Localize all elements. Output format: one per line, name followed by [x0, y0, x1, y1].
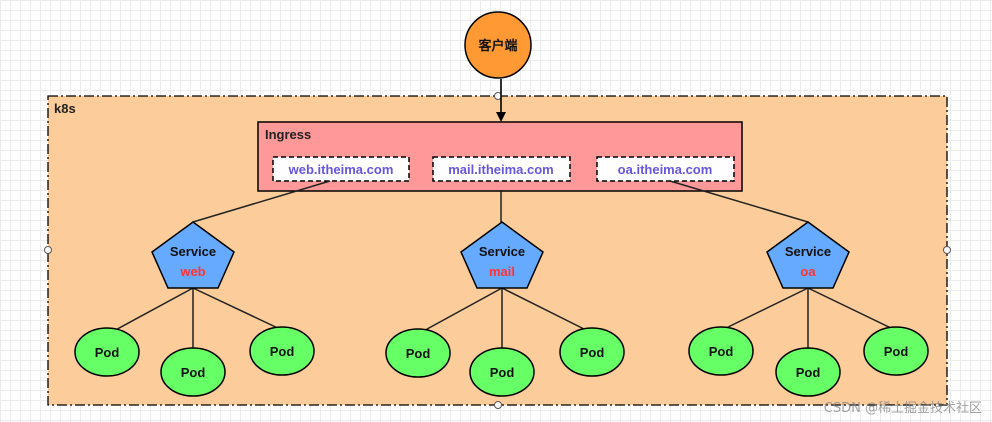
- ingress-label: Ingress: [265, 127, 311, 142]
- pod-mail-2[interactable]: Pod: [469, 347, 535, 397]
- k8s-cluster-label: k8s: [54, 101, 76, 116]
- client-node[interactable]: 客户端: [464, 11, 532, 79]
- pod-label: Pod: [270, 344, 295, 359]
- left-handle[interactable]: [44, 246, 52, 254]
- pod-label: Pod: [406, 346, 431, 361]
- pod-ellipse: [559, 327, 625, 377]
- pod-oa-1[interactable]: Pod: [688, 326, 754, 376]
- pod-ellipse: [74, 327, 140, 377]
- pod-ellipse: [160, 347, 226, 397]
- service-name: oa: [800, 264, 816, 279]
- pod-ellipse: [775, 347, 841, 397]
- pod-connector: [417, 287, 503, 335]
- pod-connector: [807, 287, 896, 331]
- client-label: 客户端: [478, 38, 517, 54]
- service-oa[interactable]: Service oa: [766, 221, 850, 289]
- service-title: Service: [479, 244, 525, 259]
- service-name: web: [179, 264, 205, 279]
- pod-web-3[interactable]: Pod: [249, 326, 315, 376]
- pod-ellipse: [863, 326, 929, 376]
- pod-oa-2[interactable]: Pod: [775, 347, 841, 397]
- pod-label: Pod: [580, 345, 605, 360]
- watermark: CSDN @稀土掘金技术社区: [823, 401, 982, 416]
- pod-label: Pod: [490, 365, 515, 380]
- host-label: oa.itheima.com: [618, 162, 713, 177]
- pod-oa-3[interactable]: Pod: [863, 326, 929, 376]
- connector-web: [192, 180, 331, 223]
- pod-web-2[interactable]: Pod: [160, 347, 226, 397]
- ingress-node[interactable]: Ingress web.itheima.com mail.itheima.com…: [257, 121, 743, 192]
- pod-connector: [192, 287, 283, 331]
- right-handle[interactable]: [943, 246, 951, 254]
- ingress-host-web[interactable]: web.itheima.com: [272, 156, 410, 182]
- ingress-host-oa[interactable]: oa.itheima.com: [596, 156, 735, 182]
- host-box: [596, 156, 735, 182]
- pod-connector: [721, 287, 809, 331]
- service-pod-connectors: [109, 287, 896, 349]
- host-box: [432, 156, 571, 182]
- pod-label: Pod: [95, 345, 120, 360]
- connector-oa: [669, 180, 809, 223]
- pod-label: Pod: [884, 344, 909, 359]
- pod-mail-3[interactable]: Pod: [559, 327, 625, 377]
- service-title: Service: [785, 244, 831, 259]
- pod-web-1[interactable]: Pod: [74, 327, 140, 377]
- pod-ellipse: [469, 347, 535, 397]
- pod-ellipse: [249, 326, 315, 376]
- ingress-service-connectors: [192, 180, 809, 223]
- service-pentagon: [460, 221, 544, 289]
- service-name: mail: [489, 264, 515, 279]
- host-box: [272, 156, 410, 182]
- pod-mail-1[interactable]: Pod: [385, 328, 451, 378]
- client-circle: [464, 11, 532, 79]
- pod-label: Pod: [181, 365, 206, 380]
- service-mail[interactable]: Service mail: [460, 221, 544, 289]
- host-label: mail.itheima.com: [448, 162, 553, 177]
- pod-connector: [109, 287, 194, 334]
- ingress-host-mail[interactable]: mail.itheima.com: [432, 156, 571, 182]
- service-web[interactable]: Service web: [151, 221, 235, 289]
- service-pentagon: [766, 221, 850, 289]
- pod-ellipse: [688, 326, 754, 376]
- bottom-handle[interactable]: [494, 401, 502, 409]
- host-label: web.itheima.com: [288, 162, 394, 177]
- service-title: Service: [170, 244, 216, 259]
- pod-label: Pod: [709, 344, 734, 359]
- service-pentagon: [151, 221, 235, 289]
- pod-connector: [501, 287, 591, 333]
- pod-ellipse: [385, 328, 451, 378]
- pod-label: Pod: [796, 365, 821, 380]
